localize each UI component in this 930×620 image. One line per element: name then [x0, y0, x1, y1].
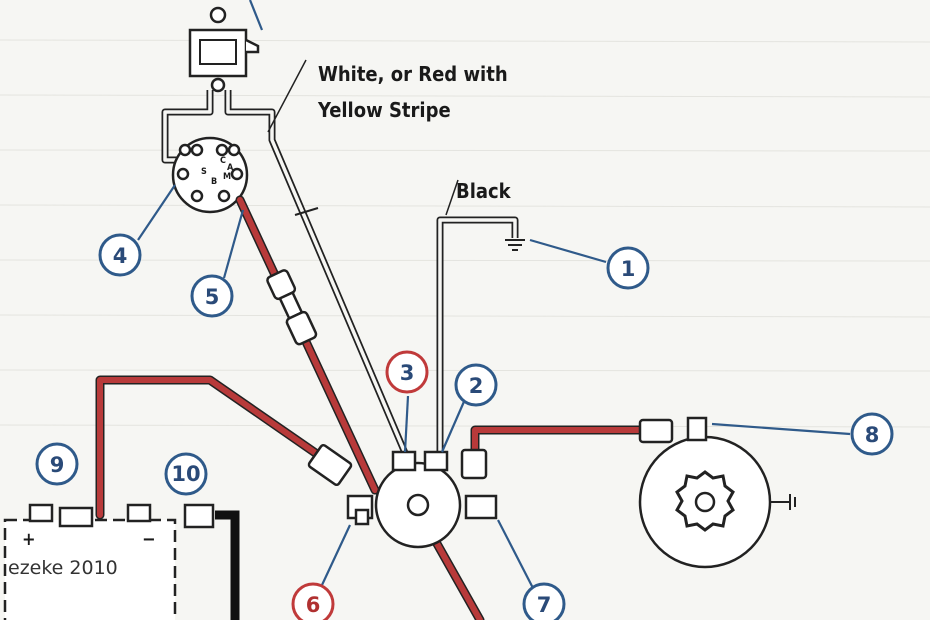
svg-text:4: 4 [113, 244, 128, 268]
battery-plus-sign: + [22, 529, 36, 550]
callout-4: 4 [98, 233, 142, 277]
svg-text:9: 9 [50, 453, 65, 477]
connector-boots [307, 418, 674, 487]
switch-letter-b: B [211, 177, 217, 187]
svg-text:7: 7 [537, 593, 552, 617]
starter-solenoid [346, 450, 498, 549]
label-white-red: White, or Red with [318, 62, 508, 86]
battery-minus-sign: − [142, 529, 156, 550]
callout-6: 6 [291, 582, 335, 620]
svg-text:1: 1 [621, 257, 636, 281]
label-black: Black [456, 179, 512, 203]
switch-letter-a: A [227, 163, 234, 173]
red-wires [95, 195, 665, 620]
svg-text:6: 6 [306, 593, 321, 617]
label-yellow-stripe: Yellow Stripe [317, 98, 451, 122]
safety-switch [188, 0, 264, 93]
switch-letter-c: C [220, 156, 226, 166]
callout-leaders [137, 184, 851, 593]
svg-text:8: 8 [865, 423, 880, 447]
watermark: ezeke 2010 [8, 557, 118, 579]
svg-text:2: 2 [469, 374, 484, 398]
callout-10: 10 [164, 452, 208, 496]
ignition-switch: C A S M B [171, 136, 249, 214]
callout-9: 9 [35, 442, 79, 486]
callout-8: 8 [850, 412, 894, 456]
svg-text:10: 10 [171, 462, 200, 486]
black-ground-wire [436, 179, 525, 460]
callout-2: 2 [454, 363, 498, 407]
callout-7: 7 [522, 582, 566, 620]
fuse-holder [266, 269, 318, 346]
white-wire [161, 59, 412, 462]
background-texture [0, 39, 930, 428]
callout-1: 1 [606, 246, 650, 290]
battery: + − ezeke 2010 [3, 503, 240, 620]
svg-text:5: 5 [205, 285, 220, 309]
starter-motor [638, 416, 796, 569]
switch-letter-s: S [201, 167, 207, 177]
svg-text:3: 3 [400, 361, 415, 385]
callout-3: 3 [385, 350, 429, 394]
switch-letter-m: M [223, 172, 231, 182]
callout-5: 5 [190, 274, 234, 318]
